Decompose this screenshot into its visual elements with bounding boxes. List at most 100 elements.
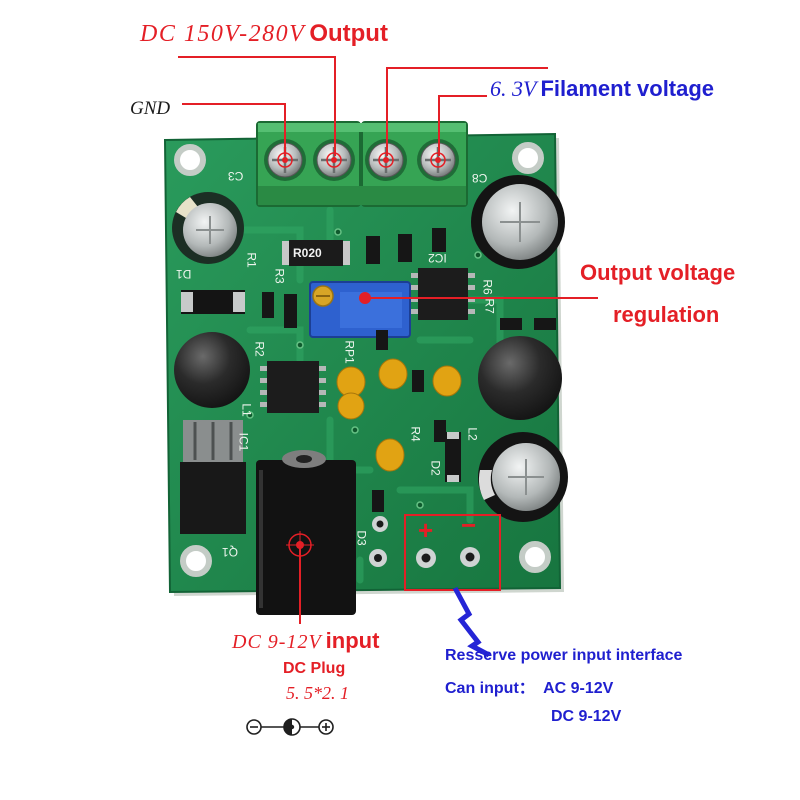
via <box>416 501 424 509</box>
resistor-body <box>289 240 343 266</box>
silkscreen-label: D2 <box>428 460 443 476</box>
trace <box>246 326 304 364</box>
ceramic-capacitor <box>337 392 365 420</box>
plus-circle-icon <box>318 719 334 735</box>
ic-pin <box>467 309 475 314</box>
terminal-block-top-edge <box>258 123 466 132</box>
trace <box>466 296 504 354</box>
diode-lead <box>181 292 193 312</box>
reserve-input-highlight-box <box>404 514 501 591</box>
reserve-title: Resserve power input interface <box>445 647 683 664</box>
dc-jack-highlight <box>259 470 263 608</box>
mounting-hole <box>180 545 212 577</box>
regulation-label-line1: Output voltage <box>580 260 736 285</box>
trace <box>396 486 474 524</box>
ic-pin <box>467 285 475 290</box>
ic-pin <box>318 378 326 383</box>
silkscreen-label: L2 <box>465 427 480 441</box>
ic-pin <box>260 390 268 395</box>
silkscreen-label: L1 <box>239 403 254 417</box>
ic-pin <box>467 273 475 278</box>
filament-voltage-text: 6. 3V <box>490 76 537 101</box>
terminal-markers <box>277 152 446 559</box>
inductor-l1 <box>174 332 250 408</box>
red-target-icon <box>326 152 342 168</box>
ic-pin <box>318 366 326 371</box>
ic-pin <box>318 390 326 395</box>
silkscreen-label: C8 <box>472 171 488 185</box>
smd-resistor <box>412 370 424 392</box>
red-target-icon <box>277 152 293 168</box>
silkscreen-label: C3 <box>228 169 244 183</box>
silkscreen-label: Q1 <box>222 545 239 559</box>
through-hole-center <box>465 552 475 562</box>
red-target-dot <box>282 157 288 163</box>
mounting-hole <box>174 144 206 176</box>
filament-annotation: 6. 3V Filament voltage <box>490 78 714 100</box>
through-hole-center <box>374 554 382 562</box>
vias <box>246 228 482 509</box>
ic1-chip <box>260 361 326 413</box>
filament-leader-line-1 <box>386 67 548 156</box>
via <box>474 251 482 259</box>
mounting-hole <box>519 541 551 573</box>
ceramic-capacitors <box>336 358 462 472</box>
smd-components <box>262 228 556 512</box>
smd-resistor <box>284 294 297 328</box>
silkscreen-label: R7 <box>482 298 497 314</box>
terminal-block-bottom-face <box>258 186 466 205</box>
capacitor-c8 <box>471 175 565 269</box>
via <box>334 228 342 236</box>
output-voltage-text: DC 150V-280V <box>140 21 306 47</box>
red-target-icon <box>378 152 394 168</box>
ceramic-capacitor <box>378 358 408 390</box>
regulation-label-line2: regulation <box>613 302 720 327</box>
smd-resistor <box>434 420 446 442</box>
inductor-l2 <box>478 336 562 420</box>
dc-barrel-jack <box>256 450 356 615</box>
filament-label: Filament voltage <box>540 76 715 101</box>
through-hole-center <box>421 553 431 563</box>
silkscreen-label: D1 <box>176 267 192 281</box>
reserve-plus-sign: + <box>418 515 434 545</box>
reserve-can-input: Can input： AC 9-12V <box>445 680 614 697</box>
ic-pin <box>318 402 326 407</box>
silkscreen-label: RP1 <box>342 340 357 364</box>
resistor-end <box>282 241 291 265</box>
through-hole-center <box>376 520 384 528</box>
dc-plug-size: 5. 5*2. 1 <box>286 683 349 703</box>
ic-body <box>418 268 468 320</box>
diode-d2 <box>445 432 461 482</box>
polarity-symbol <box>246 718 334 736</box>
dc-input-label: input <box>325 628 380 653</box>
dc-input-voltage-text: DC 9-12V <box>232 631 322 653</box>
dc-jack-body <box>256 460 356 615</box>
via <box>351 426 359 434</box>
smd-resistor <box>534 318 556 330</box>
red-target-dot <box>383 157 389 163</box>
resistor-end <box>341 241 350 265</box>
dc-plug-label: DC Plug <box>283 660 346 677</box>
lightning-zigzag-icon <box>452 586 491 658</box>
resistor-r020 <box>282 240 350 266</box>
capacitor-vent <box>500 202 540 242</box>
terminal-block <box>256 121 468 207</box>
diode-lead <box>447 432 459 439</box>
output-label: Output <box>309 20 388 47</box>
smd-resistor <box>432 228 446 252</box>
silkscreen-label: D3 <box>354 530 369 546</box>
silkscreen-label: R4 <box>408 426 423 442</box>
capacitor-stripe <box>479 470 495 500</box>
dc-jack-pin <box>296 455 312 463</box>
ic-pin <box>260 402 268 407</box>
reserve-minus-sign: − <box>461 510 477 540</box>
red-target-icon <box>430 152 446 168</box>
transistor-body <box>180 462 246 534</box>
mounting-hole <box>512 142 544 174</box>
gnd-leader-line <box>182 103 286 156</box>
via <box>296 341 304 349</box>
ic2-chip <box>411 268 475 320</box>
smd-resistor <box>372 490 384 512</box>
